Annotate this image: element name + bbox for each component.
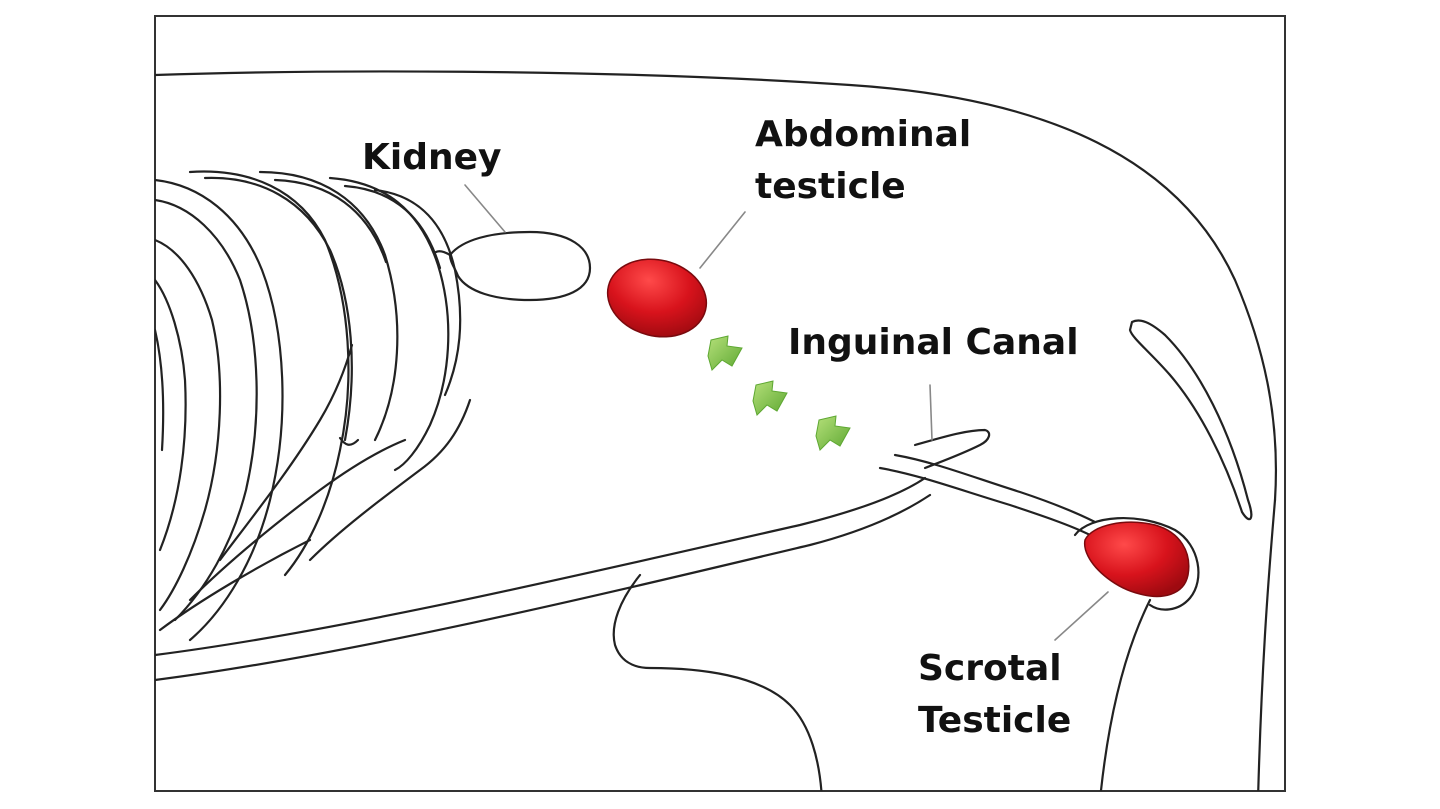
scrotum-outline [1073,516,1200,611]
diagram-frame [154,15,1286,792]
inguinal-canal-ring [913,428,991,470]
label-scrotal-line2: Testicle [918,700,1072,741]
spermatic-cord-inner [893,453,1097,524]
hind-leg-rear [1099,598,1152,791]
label-scrotal-line1: Scrotal [918,648,1062,689]
migration-arrows [707,335,851,451]
rib-cage [155,170,472,642]
label-kidney: Kidney [362,137,502,178]
leader-abdominal [699,211,746,269]
leader-inguinal [929,384,933,441]
belly-line-inner [155,493,932,682]
leader-kidney [464,184,506,233]
label-abdominal-line1: Abdominal [755,114,972,155]
kidney-shape [448,230,592,302]
spermatic-cord [878,466,1092,537]
scrotal-testicle-shape [1083,521,1190,598]
migration-arrow-icon [752,380,788,416]
body-outline-rump [1257,498,1277,791]
label-abdominal-line2: testicle [755,166,906,207]
leader-scrotal [1054,591,1109,641]
migration-arrow-icon [815,415,851,451]
migration-arrow-icon [707,335,743,371]
abdominal-testicle-shape [606,258,708,338]
kidney-hilum [434,250,452,257]
belly-line [155,476,927,657]
label-inguinal-canal: Inguinal Canal [788,322,1079,363]
body-outline-back [155,70,1278,502]
tail [1128,319,1253,521]
hind-leg-front [612,573,823,791]
